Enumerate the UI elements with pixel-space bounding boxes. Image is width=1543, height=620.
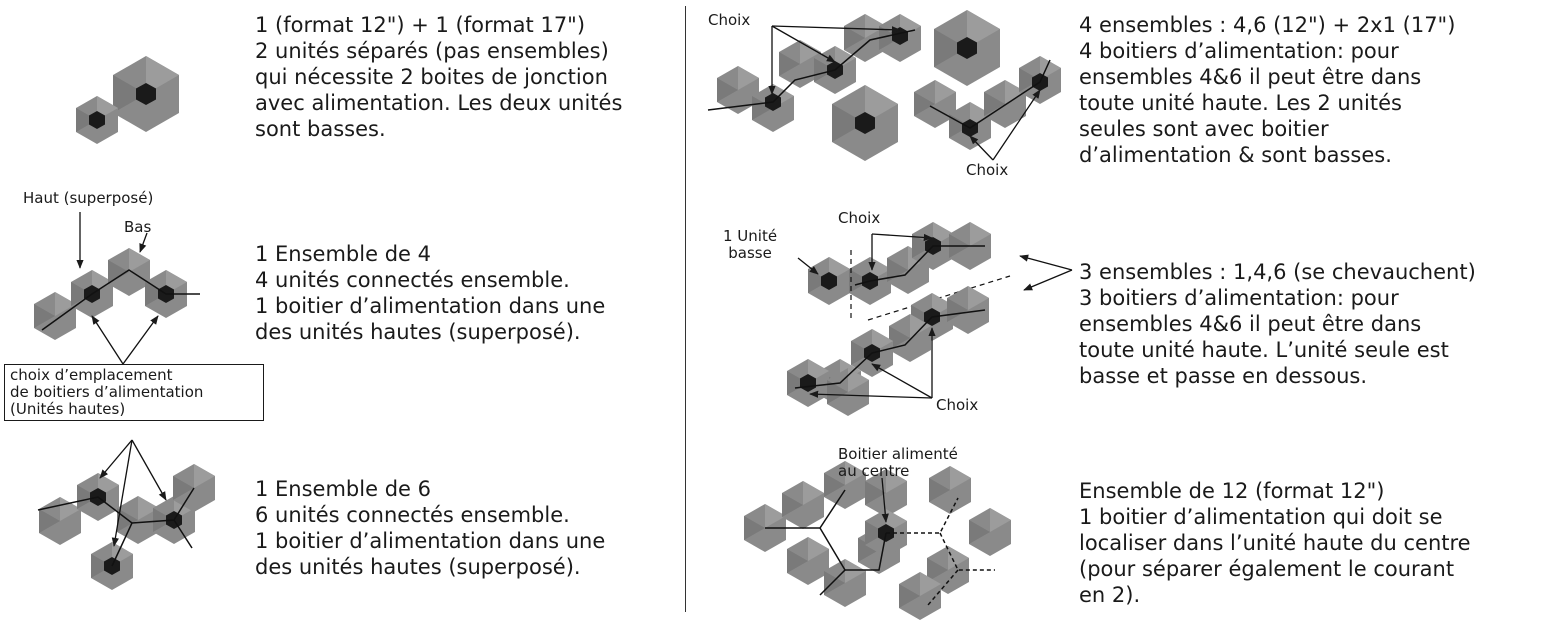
choice-box-line-2: de boitiers d’alimentation [10, 383, 204, 401]
desc-line: 1 (format 12") + 1 (format 17") [255, 13, 586, 37]
label-bas: Bas [124, 218, 152, 236]
desc-line: 2 unités séparés (pas ensembles) [255, 39, 609, 63]
vertical-divider [685, 6, 686, 612]
desc-line: 6 unités connectés ensemble. [255, 503, 570, 527]
desc-line: 3 ensembles : 1,4,6 (se chevauchent) [1079, 260, 1476, 284]
desc-line: des unités hautes (superposé). [255, 555, 581, 579]
choice-box-line-3: (Unités hautes) [10, 400, 126, 418]
desc-three-ensembles: 3 ensembles : 1,4,6 (se chevauchent) 3 b… [1079, 259, 1476, 389]
desc-line: 1 boitier d’alimentation qui doit se [1079, 505, 1443, 529]
unite-basse-line-1: 1 Unité [723, 227, 778, 245]
boitier-centre-line-2: au centre [838, 462, 910, 480]
desc-line: 3 boitiers d’alimentation: pour [1079, 286, 1399, 310]
desc-line: en 2). [1079, 583, 1141, 607]
desc-ensemble-6: 1 Ensemble de 6 6 unités connectés ensem… [255, 476, 605, 580]
diagram-three-ensembles [787, 222, 1073, 416]
desc-line: basse et passe en dessous. [1079, 364, 1367, 388]
diagram-ensemble-12 [744, 461, 1011, 620]
desc-line: localiser dans l’unité haute du centre [1079, 531, 1471, 555]
diagram-ensemble-4 [34, 212, 200, 365]
label-choix-mid: Choix [838, 209, 881, 227]
desc-line: ensembles 4&6 il peut être dans [1079, 65, 1422, 89]
desc-line: 4 unités connectés ensemble. [255, 268, 570, 292]
label-unite-basse: 1 Unité basse [723, 228, 777, 262]
desc-line: 4 boitiers d’alimentation: pour [1079, 39, 1399, 63]
desc-line: seules sont avec boitier [1079, 117, 1329, 141]
label-boitier-centre: Boitier alimenté au centre [838, 446, 958, 480]
desc-line: toute unité haute. Les 2 unités [1079, 91, 1402, 115]
unite-basse-line-2: basse [728, 244, 772, 262]
desc-four-ensembles: 4 ensembles : 4,6 (12") + 2x1 (17") 4 bo… [1079, 12, 1455, 168]
diagram-two-separate-units [76, 56, 179, 144]
desc-line: 1 Ensemble de 4 [255, 242, 431, 266]
desc-line: Ensemble de 12 (format 12") [1079, 479, 1385, 503]
desc-ensemble-12: Ensemble de 12 (format 12") 1 boitier d’… [1079, 478, 1471, 608]
desc-line: 1 boitier d’alimentation dans une [255, 294, 606, 318]
desc-ensemble-4: 1 Ensemble de 4 4 unités connectés ensem… [255, 241, 605, 345]
desc-line: qui nécessite 2 boites de jonction [255, 65, 608, 89]
choice-box-line-1: choix d’emplacement [10, 366, 173, 384]
boitier-centre-line-1: Boitier alimenté [838, 445, 958, 463]
diagram-four-ensembles [707, 10, 1061, 161]
diagram-ensemble-6 [37, 439, 215, 590]
label-choix-mid-bottom: Choix [936, 396, 979, 414]
label-choix-top: Choix [708, 11, 751, 29]
desc-line: (pour séparer également le courant [1079, 557, 1455, 581]
desc-line: sont basses. [255, 117, 386, 141]
desc-line: 1 boitier d’alimentation dans une [255, 529, 606, 553]
label-haut-superpose: Haut (superposé) [23, 189, 154, 207]
desc-line: ensembles 4&6 il peut être dans [1079, 312, 1422, 336]
desc-line: des unités hautes (superposé). [255, 320, 581, 344]
desc-line: toute unité haute. L’unité seule est [1079, 338, 1449, 362]
desc-line: avec alimentation. Les deux unités [255, 91, 623, 115]
desc-line: 4 ensembles : 4,6 (12") + 2x1 (17") [1079, 13, 1456, 37]
label-choix-bottom: Choix [966, 161, 1009, 179]
choice-location-box: choix d’emplacement de boitiers d’alimen… [4, 364, 264, 421]
desc-line: d’alimentation & sont basses. [1079, 143, 1392, 167]
desc-two-separate: 1 (format 12") + 1 (format 17") 2 unités… [255, 12, 622, 142]
desc-line: 1 Ensemble de 6 [255, 477, 431, 501]
